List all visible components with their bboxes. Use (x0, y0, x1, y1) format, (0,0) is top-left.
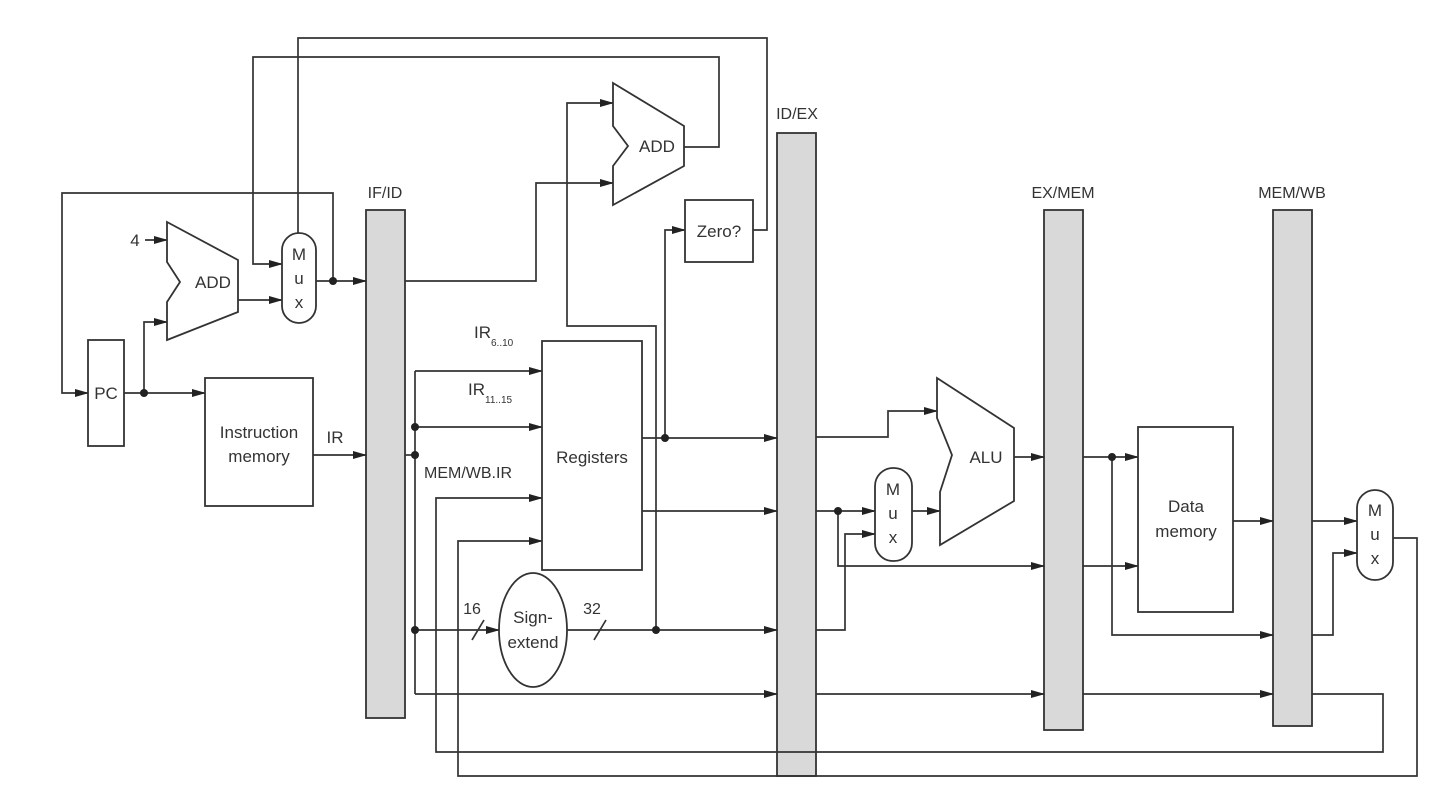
pc-register (87, 339, 125, 447)
mux-letter: u (1370, 525, 1379, 544)
register-file (541, 340, 643, 571)
branch-target-adder (612, 81, 685, 207)
id-ex-register (776, 132, 817, 777)
alu-input-mux (874, 467, 913, 562)
sign-extend-unit (498, 572, 568, 688)
data-memory-label: Data (1168, 497, 1204, 516)
mux-letter: u (888, 504, 897, 523)
constant-four-label: 4 (130, 231, 139, 250)
width-32-label: 32 (583, 601, 601, 618)
mux-letter: M (292, 245, 306, 264)
instruction-memory (204, 377, 314, 507)
registers-label: Registers (556, 448, 628, 467)
zero-test-unit (684, 199, 754, 263)
if-id-register (365, 209, 406, 719)
alu (936, 376, 1015, 547)
sign-extend-label: Sign- (513, 608, 553, 627)
ir-rt-label: IR11..15 (468, 380, 512, 406)
zero-test-label: Zero? (697, 222, 741, 241)
width-16-label: 16 (463, 601, 481, 618)
writeback-mux (1356, 489, 1394, 581)
instruction-memory-label: memory (228, 447, 290, 466)
alu-label: ALU (969, 448, 1002, 467)
mux-letter: M (1368, 501, 1382, 520)
mux-letter: x (295, 293, 304, 312)
mux-letter: M (886, 480, 900, 499)
adder-label: ADD (639, 137, 675, 156)
junction-dots (140, 277, 1116, 634)
mem-wb-label: MEM/WB (1258, 185, 1326, 202)
data-memory-label: memory (1155, 522, 1217, 541)
if-id-label: IF/ID (368, 185, 403, 202)
mux-letter: x (1371, 549, 1380, 568)
memwb-ir-label: MEM/WB.IR (424, 465, 512, 482)
sign-extend-label: extend (507, 633, 558, 652)
ex-mem-label: EX/MEM (1031, 185, 1094, 202)
pc-label: PC (94, 384, 118, 403)
wires (61, 37, 1418, 777)
instruction-memory-label: Instruction (220, 423, 298, 442)
mux-letter: x (889, 528, 898, 547)
mux-letter: u (294, 269, 303, 288)
ex-mem-register (1043, 209, 1084, 731)
data-memory (1137, 426, 1234, 613)
ir-rs-label: IR6..10 (474, 323, 514, 349)
adder-label: ADD (195, 273, 231, 292)
pc-increment-adder (166, 220, 239, 342)
ir-label: IR (327, 428, 344, 447)
mem-wb-register (1272, 209, 1313, 727)
id-ex-label: ID/EX (776, 106, 818, 123)
pc-source-mux (281, 232, 317, 324)
